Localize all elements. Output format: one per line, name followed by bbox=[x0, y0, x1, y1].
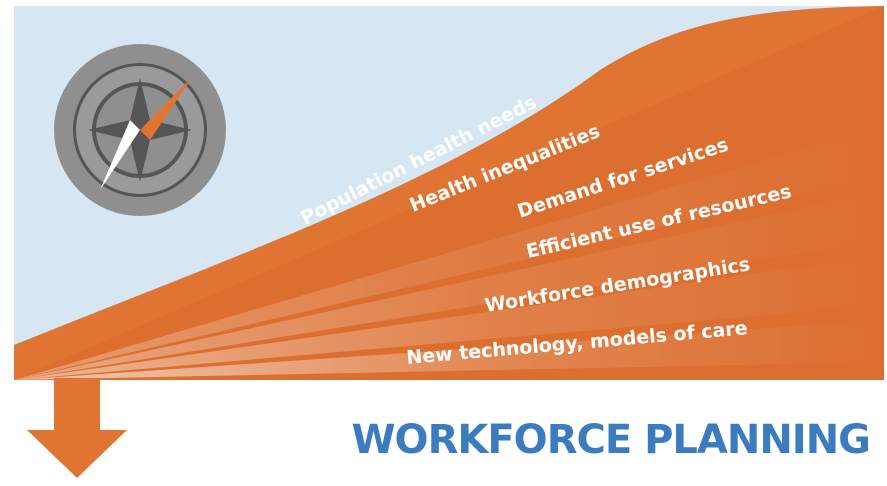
compass-icon bbox=[54, 44, 226, 216]
page-title: WORKFORCE PLANNING bbox=[351, 417, 871, 463]
down-arrow-icon bbox=[27, 378, 127, 478]
fan-rays bbox=[14, 125, 884, 380]
